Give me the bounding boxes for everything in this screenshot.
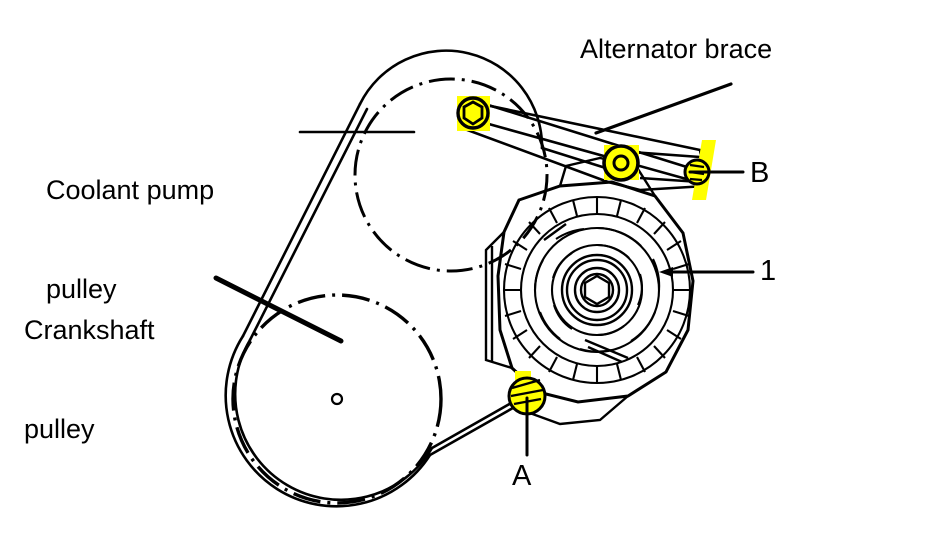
callout-label-a: A [512, 460, 532, 492]
label-coolant-pump-line1: Coolant pump [46, 175, 215, 205]
alternator-detail-lines [543, 223, 629, 364]
leader-1-arrowhead [659, 267, 673, 277]
callout-leaders [213, 82, 755, 457]
label-crankshaft-line2: pulley [24, 414, 95, 444]
leader-alternator-brace [594, 82, 733, 135]
label-coolant-pump-pulley: Coolant pump pulley [46, 108, 214, 372]
alternator-brace [460, 98, 708, 192]
brace-bolt-center [602, 144, 640, 182]
brace-pivot-bolt-upper-left [456, 96, 490, 131]
label-alternator-brace: Alternator brace [580, 34, 773, 64]
label-crankshaft-pulley: Crankshaft pulley [24, 248, 155, 512]
alternator-vent-slots [533, 226, 661, 354]
label-coolant-pump-line2: pulley [46, 274, 117, 304]
hex-nut-center [583, 274, 611, 306]
coolant-pump-pulley [353, 77, 549, 273]
callout-label-1: 1 [760, 255, 777, 287]
leader-crankshaft [213, 275, 344, 344]
callout-label-b: B [750, 157, 770, 189]
alternator-pulley-hub [560, 253, 634, 327]
crankshaft-center-mark [330, 392, 344, 406]
label-crankshaft-line1: Crankshaft [24, 315, 155, 345]
crankshaft-pulley [231, 293, 443, 505]
leader-1 [659, 267, 755, 277]
alternator-fin-ring [502, 195, 692, 385]
drive-belt [224, 49, 692, 508]
